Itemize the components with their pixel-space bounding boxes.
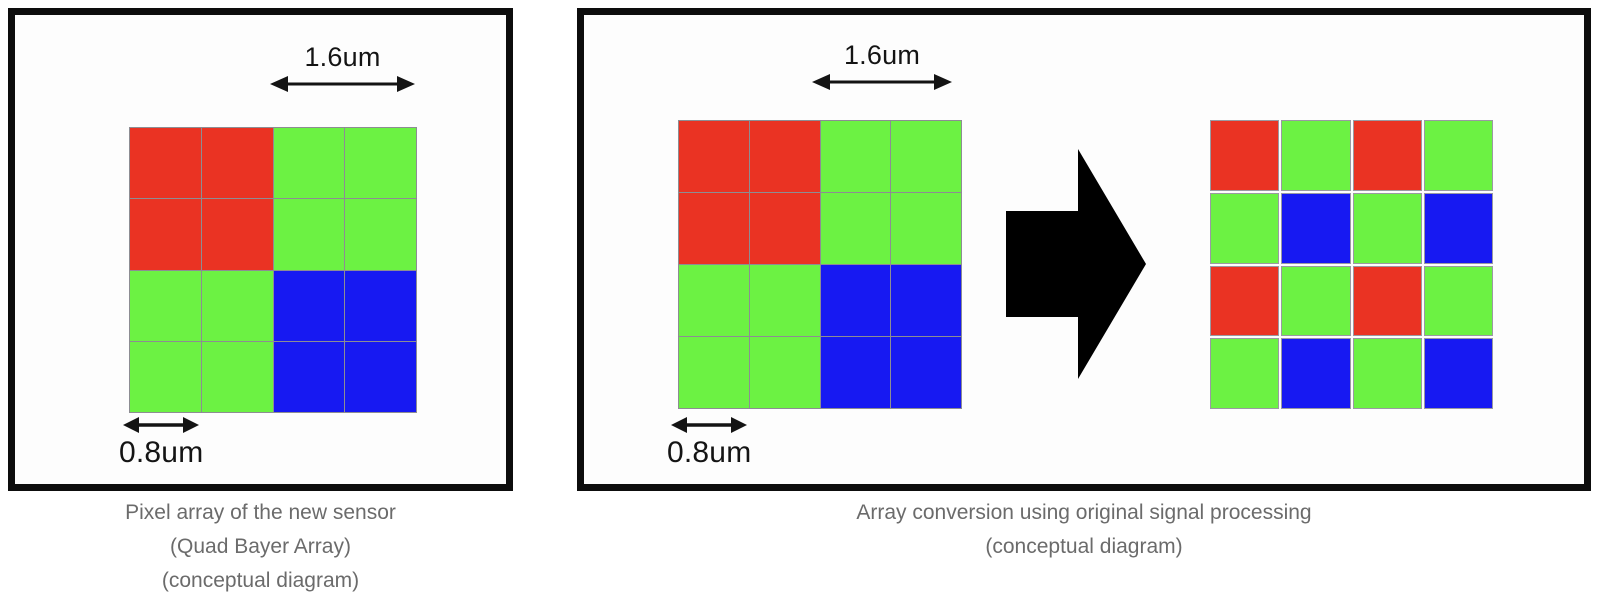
pixel-cell-b <box>273 341 345 412</box>
pixel-cell-b <box>273 270 345 341</box>
pixel-cell-b <box>820 337 891 408</box>
pixel-cell-g <box>273 128 345 199</box>
dimension-label-1-6um: 1.6um <box>304 42 381 72</box>
pixel-cell-g <box>201 270 273 341</box>
pixel-cell-r <box>201 128 273 199</box>
pixel-cell-g <box>130 341 201 412</box>
pixel-cell-r <box>679 121 749 192</box>
quad-bayer-grid-input <box>678 120 962 409</box>
pixel-cell-g <box>1209 192 1280 264</box>
pixel-cell-g <box>1352 338 1422 409</box>
double-headed-arrow-horizontal-icon <box>671 417 748 433</box>
pixel-cell-b <box>1281 192 1351 264</box>
pixel-cell-r <box>201 199 273 270</box>
left-panel: 1.6um 0.8um <box>8 8 513 491</box>
pixel-cell-r <box>749 193 820 264</box>
pixel-cell-b <box>1281 338 1351 409</box>
pixel-cell-b <box>345 341 416 412</box>
caption-line: (conceptual diagram) <box>985 535 1183 558</box>
quad-bayer-grid <box>129 127 417 413</box>
pixel-cell-b <box>1423 192 1494 264</box>
pixel-cell-g <box>1352 192 1422 264</box>
pixel-cell-r <box>1352 120 1422 191</box>
pixel-cell-b <box>1423 338 1494 409</box>
pixel-cell-r <box>130 128 201 199</box>
dimension-label-0-8um: 0.8um <box>119 436 204 469</box>
pixel-cell-g <box>749 265 820 336</box>
pixel-cell-g <box>679 265 749 336</box>
pixel-cell-g <box>1423 265 1494 337</box>
pixel-cell-g <box>1281 120 1351 191</box>
caption-line: Pixel array of the new sensor <box>125 501 396 524</box>
pixel-cell-r <box>1209 265 1280 337</box>
double-headed-arrow-horizontal-icon <box>812 74 952 91</box>
caption-line: (Quad Bayer Array) <box>170 535 351 558</box>
thick-right-arrow-icon <box>1006 149 1146 379</box>
right-panel: 1.6um 0.8um <box>577 8 1591 491</box>
dimension-1-6um-top-right: 1.6um <box>812 41 952 95</box>
pixel-cell-g <box>891 193 961 264</box>
pixel-cell-r <box>130 199 201 270</box>
pixel-cell-r <box>679 193 749 264</box>
pixel-cell-g <box>679 337 749 408</box>
pixel-cell-r <box>1352 265 1422 337</box>
double-headed-arrow-horizontal-icon <box>270 76 415 93</box>
pixel-cell-g <box>345 199 416 270</box>
pixel-cell-r <box>1209 120 1280 191</box>
standard-bayer-grid-output <box>1209 120 1494 409</box>
dimension-1-6um-top-left: 1.6um <box>270 43 415 97</box>
pixel-cell-g <box>1281 265 1351 337</box>
pixel-cell-g <box>273 199 345 270</box>
caption-line: (conceptual diagram) <box>161 569 360 592</box>
dimension-0-8um-bottom-right: 0.8um <box>667 413 751 469</box>
pixel-cell-g <box>891 121 961 192</box>
left-panel-caption: Pixel array of the new sensor (Quad Baye… <box>8 496 513 598</box>
double-headed-arrow-horizontal-icon <box>123 417 200 433</box>
dimension-label-1-6um: 1.6um <box>843 40 921 70</box>
pixel-cell-g <box>820 121 891 192</box>
pixel-cell-b <box>820 265 891 336</box>
pixel-cell-b <box>345 270 416 341</box>
pixel-cell-r <box>749 121 820 192</box>
dimension-0-8um-bottom-left: 0.8um <box>119 413 203 469</box>
right-panel-caption: Array conversion using original signal p… <box>577 496 1591 564</box>
pixel-cell-g <box>201 341 273 412</box>
pixel-cell-b <box>891 337 961 408</box>
caption-line: Array conversion using original signal p… <box>856 501 1312 524</box>
dimension-label-0-8um: 0.8um <box>667 436 752 469</box>
pixel-cell-g <box>1423 120 1494 191</box>
pixel-cell-g <box>345 128 416 199</box>
pixel-cell-g <box>820 193 891 264</box>
pixel-cell-g <box>1209 338 1280 409</box>
pixel-cell-g <box>749 337 820 408</box>
pixel-cell-g <box>130 270 201 341</box>
pixel-cell-b <box>891 265 961 336</box>
